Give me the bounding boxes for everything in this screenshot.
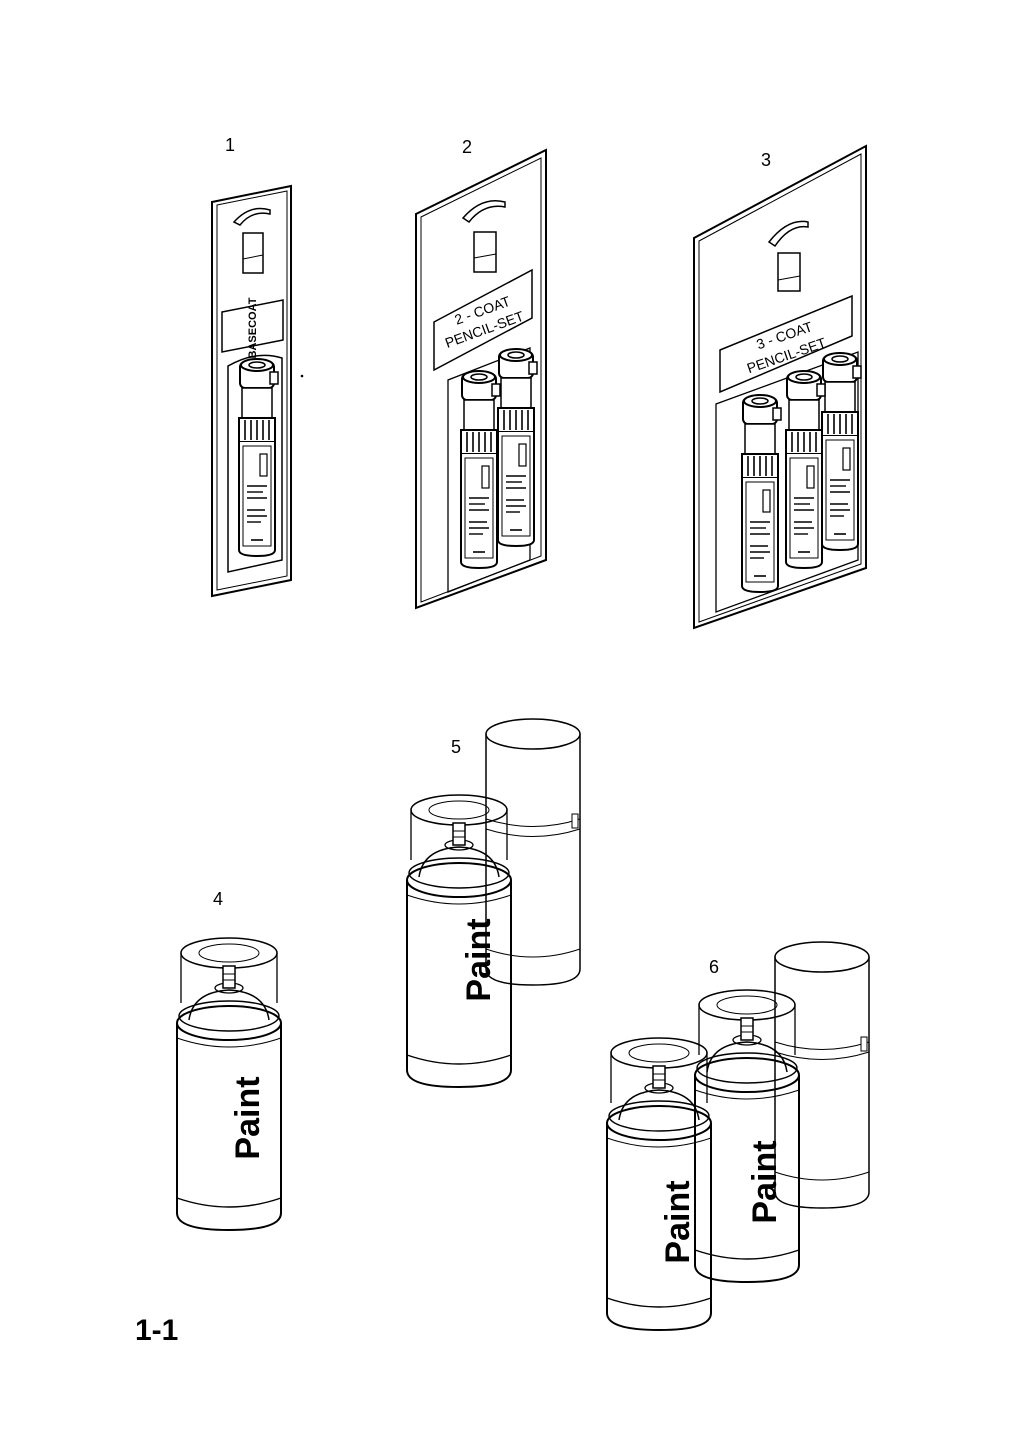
page-number: 1-1 (135, 1314, 179, 1347)
spray-can-set-3: Paint Paint (606, 941, 870, 1331)
pencil-pack-3-coat: 3 - COAT PENCIL-SET (693, 144, 867, 630)
callout-3: 3 (761, 150, 772, 170)
can-6a-brand: Paint (659, 1180, 697, 1263)
callout-1: 1 (225, 135, 236, 155)
hang-hole (461, 200, 506, 224)
pencil-pack-2-coat: 2 - COAT PENCIL-SET (415, 148, 547, 610)
spray-can-set-2: Paint (406, 718, 581, 1088)
callout-5: 5 (451, 737, 462, 757)
callout-4: 4 (213, 889, 224, 909)
can-5-brand: Paint (460, 918, 498, 1001)
spray-can-single: Paint (176, 937, 282, 1231)
can-4-brand: Paint (229, 1076, 267, 1159)
callout-2: 2 (462, 137, 473, 157)
callout-6: 6 (709, 957, 720, 977)
hang-hole (767, 220, 809, 248)
can-6b-brand: Paint (746, 1140, 784, 1223)
hang-hole (232, 207, 271, 226)
pencil-pack-single: BASECOAT (211, 184, 304, 598)
pack-1-label: BASECOAT (247, 297, 259, 358)
